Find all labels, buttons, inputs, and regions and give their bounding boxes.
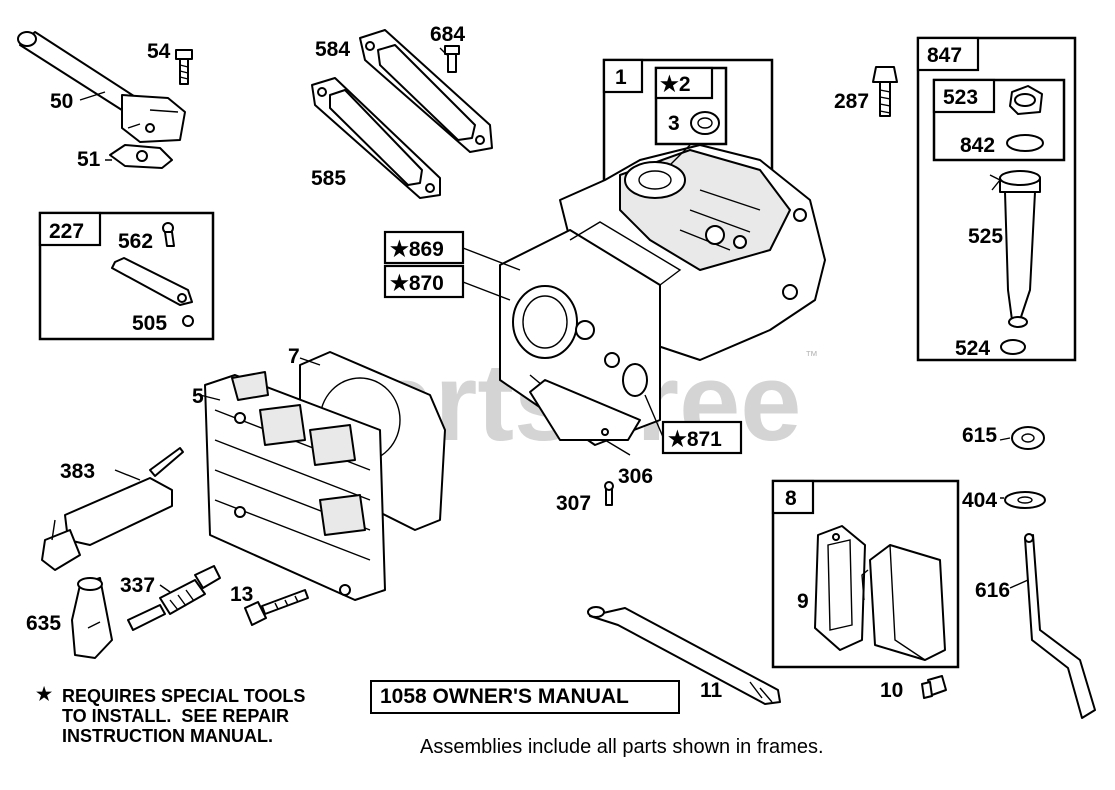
special-tools-star: ★: [36, 684, 53, 704]
frame-847-tag: [916, 36, 980, 72]
frame-847-outline: [916, 36, 1077, 362]
frame-227-tag: [38, 211, 102, 247]
label-337: 337: [120, 574, 155, 597]
label-383: 383: [60, 460, 95, 483]
label-10: 10: [880, 679, 903, 702]
frame-8-outline: [771, 479, 960, 669]
part-523-cap-drawing: [1009, 85, 1043, 115]
part-8-breather-drawing: [861, 544, 946, 661]
tag-870-box: [383, 264, 465, 299]
part-50-tube-drawing: [17, 31, 186, 143]
part-3-seal-drawing: [690, 111, 720, 135]
label-615: 615: [962, 424, 997, 447]
part-337-spark-plug-drawing: [127, 565, 221, 631]
part-10-screw-drawing: [921, 675, 947, 699]
part-9-gasket-drawing: [814, 525, 866, 651]
label-584: 584: [315, 38, 350, 61]
label-54: 54: [147, 40, 171, 63]
tag-869-box: [383, 230, 465, 265]
part-635-boot-drawing: [71, 577, 113, 659]
part-525-tube-drawing: [989, 170, 1041, 328]
label-5: 5: [192, 385, 204, 408]
assemblies-note: Assemblies include all parts shown in fr…: [420, 736, 824, 758]
part-684-screw-drawing: [444, 45, 460, 73]
label-306: 306: [618, 465, 653, 488]
label-11: 11: [700, 679, 723, 702]
frame-2-label: ★2: [660, 73, 691, 96]
part-383-wrench-drawing: [41, 447, 184, 571]
label-505: 505: [132, 312, 167, 335]
owners-manual-box: 1058 OWNER'S MANUAL: [370, 680, 680, 714]
frame-523-label: 523: [943, 86, 978, 109]
frame-523-tag: [932, 78, 996, 114]
part-287-bolt-drawing: [872, 66, 898, 117]
tag-870-label: ★870: [390, 272, 444, 295]
label-404: 404: [962, 489, 997, 512]
part-5-cylinder-head-drawing: [204, 371, 386, 601]
frame-1-label: 1: [615, 66, 627, 89]
part-616-rod-drawing: [1024, 533, 1096, 719]
part-842-oring-drawing: [1006, 134, 1044, 152]
label-13: 13: [230, 583, 253, 606]
label-524: 524: [955, 337, 990, 360]
part-307-screw-drawing: [604, 481, 614, 506]
part-585-gasket-drawing: [311, 77, 441, 199]
frame-2-tag: [654, 66, 714, 100]
label-585: 585: [311, 167, 346, 190]
label-562: 562: [118, 230, 153, 253]
frame-523-outline: [932, 78, 1066, 162]
special-tools-note: REQUIRES SPECIAL TOOLS TO INSTALL. SEE R…: [62, 686, 306, 746]
part-11-tube-drawing: [587, 606, 781, 705]
part-227-bracket-drawing: [111, 257, 193, 306]
part-505-nut-drawing: [182, 315, 194, 327]
tag-871-label: ★871: [668, 428, 722, 451]
label-684: 684: [430, 23, 465, 46]
part-51-gasket-drawing: [109, 144, 173, 169]
label-51: 51: [77, 148, 101, 171]
part-13-bolt-drawing: [244, 589, 309, 626]
part-54-screw-drawing: [175, 49, 193, 85]
frame-8-tag: [771, 479, 815, 515]
frame-847-label: 847: [927, 44, 962, 67]
frame-227-outline: [38, 211, 215, 341]
frame-1-tag: [602, 58, 644, 94]
part-562-screw-drawing: [162, 222, 175, 247]
part-615-nut-drawing: [1011, 426, 1045, 450]
label-9: 9: [797, 590, 809, 613]
trademark: ™: [805, 348, 818, 363]
part-524-oring-drawing: [1000, 339, 1026, 355]
tag-871-box: [661, 420, 743, 455]
label-635: 635: [26, 612, 61, 635]
label-842: 842: [960, 134, 995, 157]
part-306-gasket-drawing: [529, 379, 641, 441]
frame-8-label: 8: [785, 487, 797, 510]
label-287: 287: [834, 90, 869, 113]
label-307: 307: [556, 492, 591, 515]
tag-869-label: ★869: [390, 238, 444, 261]
label-525: 525: [968, 225, 1003, 248]
part-404-washer-drawing: [1004, 491, 1046, 509]
frame-227-label: 227: [49, 220, 84, 243]
part-584-gasket-drawing: [359, 29, 493, 153]
label-7: 7: [288, 345, 300, 368]
label-50: 50: [50, 90, 73, 113]
label-3: 3: [668, 112, 680, 135]
label-616: 616: [975, 579, 1010, 602]
